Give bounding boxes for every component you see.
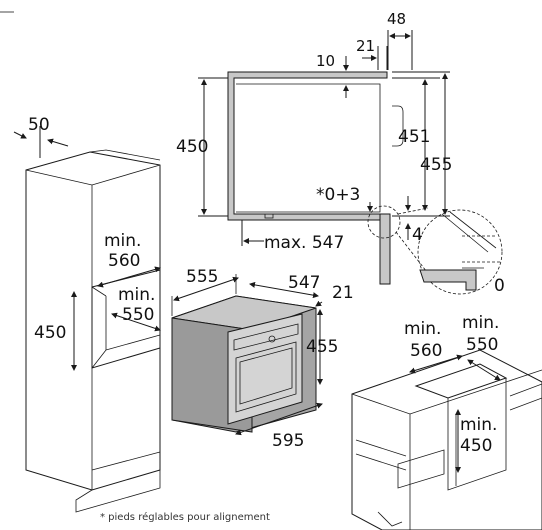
- dim-col-450: 450: [34, 323, 66, 343]
- dim-col-min550-label: min.: [118, 285, 155, 305]
- dim-oven-547: 547: [288, 273, 320, 293]
- dim-455-side: 455: [420, 155, 452, 175]
- section-panel: [227, 71, 388, 221]
- dim-base-450: 450: [460, 436, 492, 456]
- dim-oven-21: 21: [332, 283, 354, 303]
- dim-21-top: 21: [356, 37, 375, 55]
- dim-oven-455: 455: [306, 337, 338, 357]
- dim-zero: 0: [494, 276, 505, 296]
- dim-48: 48: [387, 10, 406, 28]
- dim-base-560: 560: [410, 341, 442, 361]
- dim-base-min2: min.: [462, 313, 499, 333]
- dim-col-560: 560: [108, 251, 140, 271]
- section-foot: [264, 213, 274, 219]
- section-front-panel: [379, 213, 391, 285]
- detail-marker-circle: [367, 205, 401, 239]
- dim-base-min3: min.: [460, 415, 497, 435]
- column-cabinet: 50 min. 560 min. 550 450 * pieds réglabl…: [13, 115, 270, 523]
- dim-tolerance: *0+3: [316, 185, 360, 205]
- footnote: * pieds réglables pour alignement: [100, 511, 270, 523]
- dim-10: 10: [316, 52, 335, 70]
- dim-451: 451: [398, 127, 430, 147]
- dim-oven-555: 555: [186, 267, 218, 287]
- base-cabinet: min. 560 min. 550 min. 450: [351, 313, 542, 530]
- dim-col-min-label: min.: [104, 231, 141, 251]
- dim-base-550: 550: [466, 335, 498, 355]
- dim-4: 4: [412, 225, 423, 245]
- dim-base-min1: min.: [404, 319, 441, 339]
- dim-oven-595: 595: [272, 431, 304, 451]
- dim-50: 50: [28, 115, 50, 135]
- detail-zoom: 0: [417, 209, 505, 296]
- section-oven-outline: [236, 83, 381, 213]
- oven-3d: 555 547 21 455 595: [171, 267, 354, 451]
- section-view: 450 10 21 48 451 455 4 *0+3 ma: [176, 10, 505, 296]
- dim-450-left: 450: [176, 137, 208, 157]
- dim-max-547: max. 547: [264, 233, 344, 253]
- section-handle: [392, 105, 404, 147]
- dim-col-550: 550: [122, 305, 154, 325]
